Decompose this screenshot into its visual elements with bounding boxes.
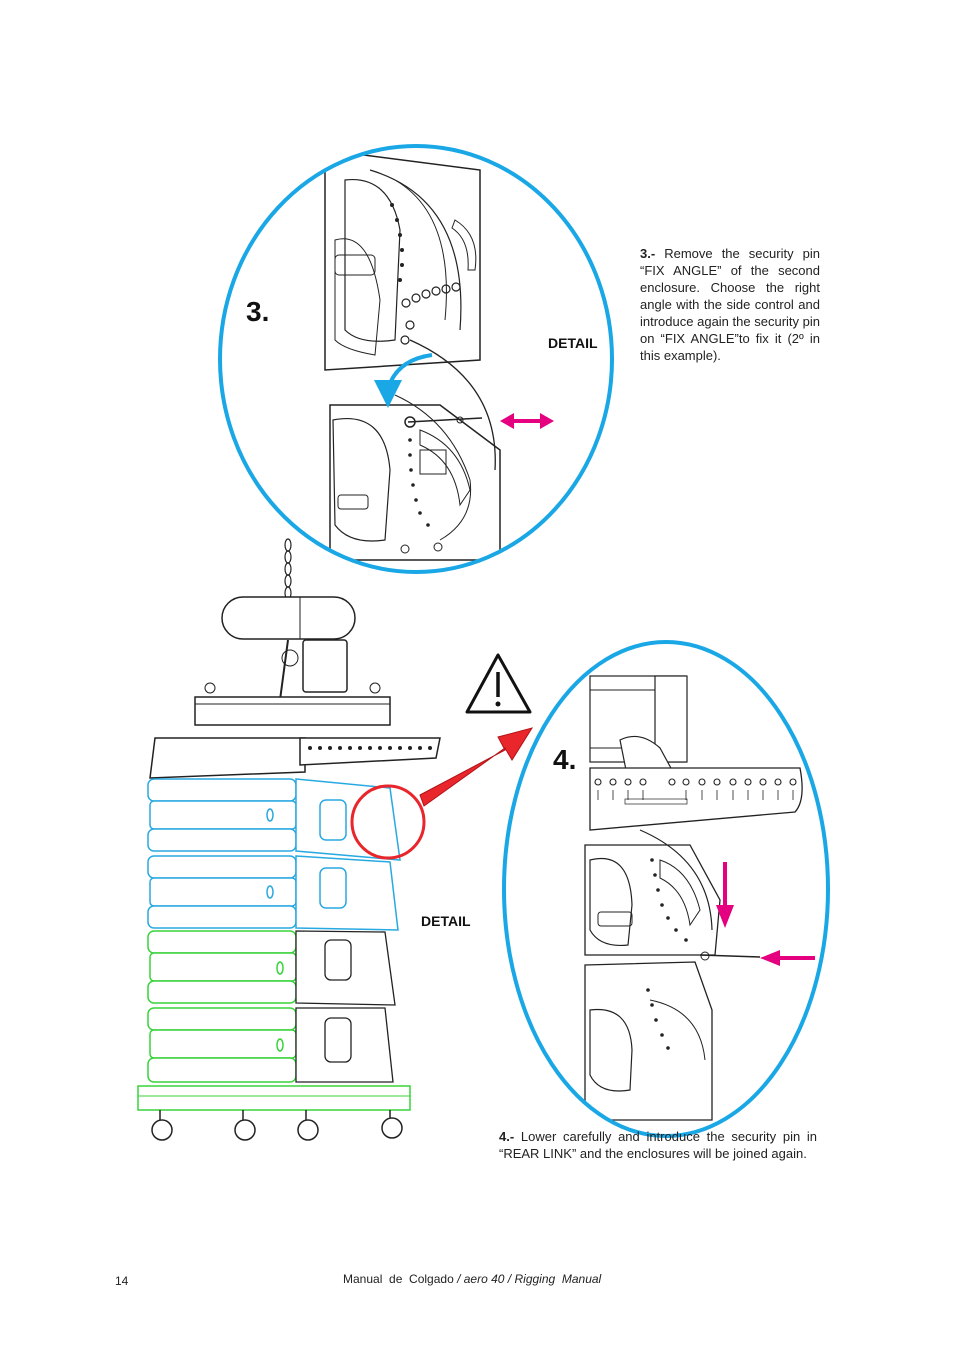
detail-highlight-circle	[350, 784, 426, 860]
pink-double-arrow	[500, 413, 554, 429]
footer-title: Manual de Colgado / aero 40 / Rigging Ma…	[343, 1272, 601, 1286]
detail-4-zoom	[584, 675, 803, 1121]
pink-down-arrow	[716, 862, 734, 928]
detail-3-label: DETAIL	[548, 335, 598, 351]
detail-4-circle	[502, 640, 830, 1138]
red-arrow	[419, 727, 534, 807]
pink-left-arrow	[760, 950, 815, 966]
page-number: 14	[115, 1274, 129, 1288]
step-4-body: Lower carefully and introduce the securi…	[499, 1129, 818, 1161]
footer-product: / aero 40 /	[457, 1272, 512, 1286]
step-3-body: Remove the security pin “FIX ANGLE” of t…	[640, 246, 820, 363]
step-4-label: 4.	[553, 744, 577, 775]
speaker-stack	[137, 538, 441, 1141]
footer-manual-es: Manual de Colgado	[343, 1272, 454, 1286]
step-3-text: 3.- Remove the security pin “FIX ANGLE” …	[640, 245, 820, 364]
warning-triangle-icon	[465, 653, 532, 714]
step-4-prefix: 4.-	[499, 1129, 515, 1144]
step-4-text: 4.- Lower carefully and introduce the se…	[499, 1128, 817, 1162]
detail-3-circle	[218, 144, 614, 574]
detail-4-label: DETAIL	[421, 913, 471, 929]
step-3-label: 3.	[246, 296, 270, 327]
detail-3-zoom	[324, 149, 501, 561]
step-3-prefix: 3.-	[640, 246, 656, 261]
footer-manual-en: Rigging Manual	[514, 1272, 602, 1286]
